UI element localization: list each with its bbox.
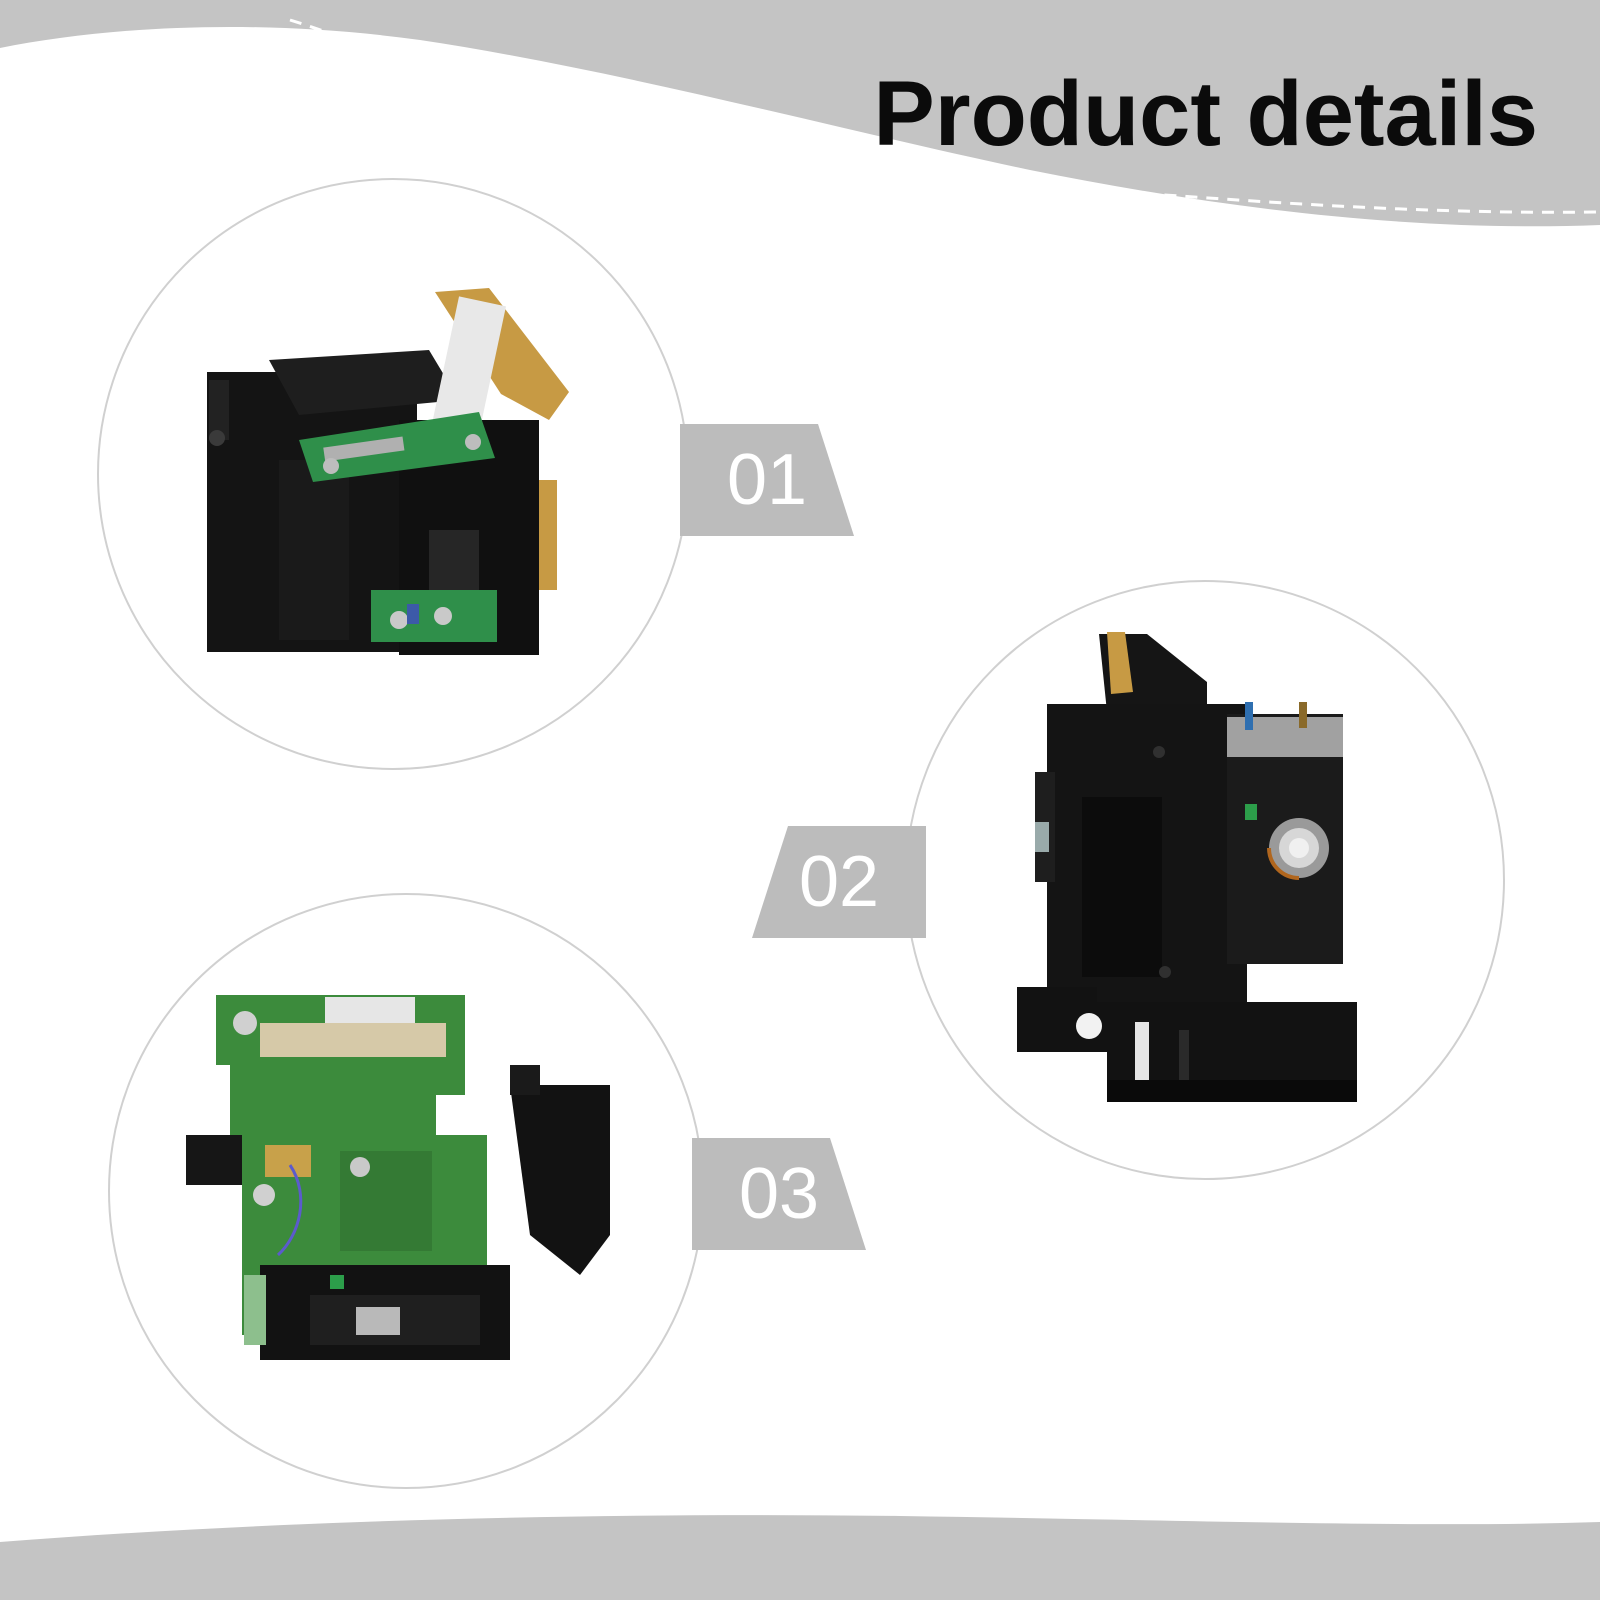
badge-01: 01	[680, 424, 854, 536]
badge-02-shape	[752, 826, 926, 938]
page-title: Product details	[873, 63, 1538, 165]
optical-pickup-circuit-board-view-image	[186, 995, 610, 1360]
badge-01-shape	[680, 424, 854, 536]
optical-pickup-side-view-image	[207, 288, 569, 655]
badge-03-shape	[692, 1138, 866, 1250]
badge-02-label: 02	[798, 842, 880, 922]
badge-01-label: 01	[726, 440, 808, 520]
badge-02: 02	[752, 826, 926, 938]
product-photo-circle-2	[905, 580, 1505, 1180]
optical-pickup-lens-view-image	[1017, 632, 1357, 1102]
badge-03: 03	[692, 1138, 866, 1250]
product-photo-circle-1	[97, 178, 689, 770]
product-photo-circle-3	[108, 893, 704, 1489]
badge-03-label: 03	[738, 1154, 820, 1234]
